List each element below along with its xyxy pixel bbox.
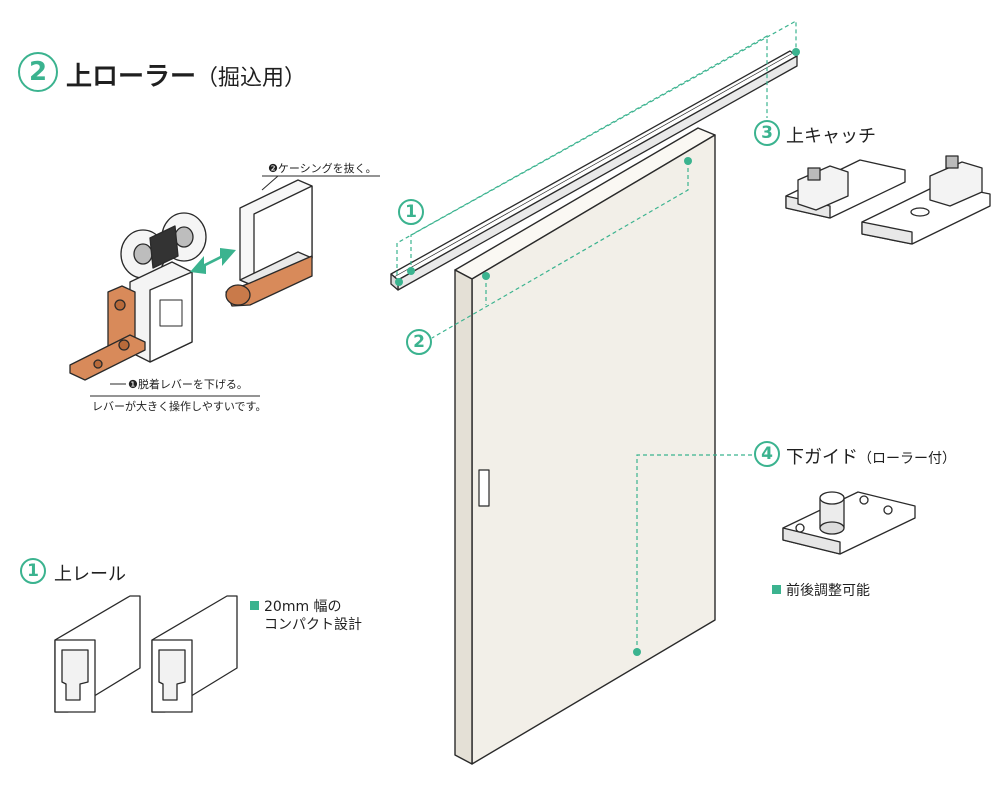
rail-note-1-text: 20mm 幅の	[264, 599, 342, 615]
upper-roller-assembly	[69, 212, 207, 381]
guide-note-text: 前後調整可能	[786, 583, 870, 599]
rail-title: 上レール	[54, 564, 126, 585]
rail-note-1: 20mm 幅の	[250, 596, 342, 616]
roller-number-badge: 2	[18, 52, 58, 92]
lever-note-2: レバーが大きく操作しやすいです。	[92, 400, 267, 413]
roller-casing	[225, 179, 313, 307]
upper-catch-parts	[785, 155, 991, 245]
rail-number-badge: 1	[20, 558, 46, 584]
roller-title: 上ローラー（掘込用）	[66, 56, 306, 93]
casing-note: ❷ケーシングを抜く。	[268, 162, 377, 175]
bullet-square-icon	[250, 601, 259, 610]
roller-title-text: 上ローラー	[66, 62, 197, 92]
guide-title-paren: （ローラー付）	[858, 451, 956, 467]
lever-note-1: ❶脱着レバーを下げる。	[128, 378, 248, 391]
casing-note-leader	[261, 175, 279, 191]
rail-profiles	[54, 595, 238, 713]
catch-number-badge: 3	[754, 120, 780, 146]
bullet-square-icon	[772, 585, 781, 594]
leader-lines	[396, 19, 797, 652]
guide-note: 前後調整可能	[772, 580, 870, 600]
catch-title: 上キャッチ	[786, 126, 876, 147]
roller-wheels-icon	[120, 212, 207, 279]
lower-guide-part	[782, 491, 916, 555]
guide-title: 下ガイド（ローラー付）	[786, 443, 956, 469]
door-pull-icon	[478, 469, 490, 507]
leader-dots	[395, 48, 800, 656]
guide-title-text: 下ガイド	[786, 447, 858, 468]
roller-title-paren: （掘込用）	[196, 66, 307, 91]
top-rail	[390, 50, 798, 291]
callout-1-badge: 1	[398, 199, 424, 225]
remove-arrow-icon	[190, 248, 236, 274]
callout-2-badge: 2	[406, 329, 432, 355]
door	[454, 127, 716, 765]
rail-note-2: コンパクト設計	[264, 617, 362, 633]
guide-number-badge: 4	[754, 441, 780, 467]
